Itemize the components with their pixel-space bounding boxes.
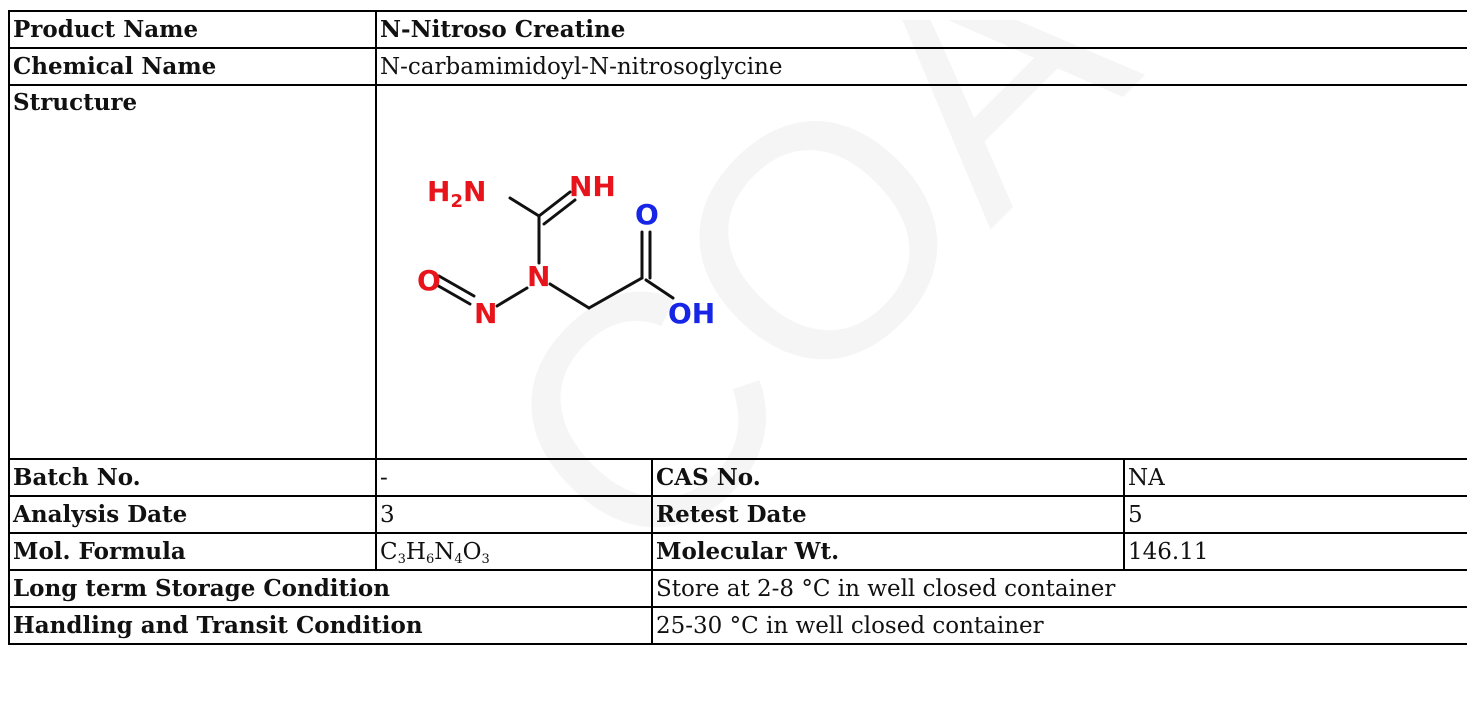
- retest-date-value: 5: [1122, 495, 1467, 534]
- cas-value: NA: [1122, 458, 1467, 497]
- storage-label: Long term Storage Condition: [8, 569, 653, 608]
- analysis-date-value: 3: [375, 495, 653, 534]
- cas-label: CAS No.: [651, 458, 1125, 497]
- row-storage: Long term Storage Condition Store at 2-8…: [8, 569, 1467, 608]
- atom-oh: OH: [668, 297, 715, 330]
- handling-label: Handling and Transit Condition: [8, 606, 653, 645]
- mol-formula-value: C3H6N4O3: [375, 532, 653, 571]
- analysis-date-label: Analysis Date: [8, 495, 377, 534]
- atom-o-carbonyl: O: [635, 198, 659, 231]
- row-chemical-name: Chemical Name N-carbamimidoyl-N-nitrosog…: [8, 47, 1467, 86]
- coa-table: Product Name N-Nitroso Creatine Chemical…: [8, 10, 1467, 645]
- atom-nh: NH: [569, 170, 616, 203]
- chemical-name-label: Chemical Name: [8, 47, 377, 86]
- molecule-structure-image: H2N NH O N O N OH: [417, 170, 715, 330]
- row-analysis: Analysis Date 3 Retest Date 5: [8, 495, 1467, 534]
- batch-label: Batch No.: [8, 458, 377, 497]
- handling-value: 25-30 °C in well closed container: [650, 606, 1467, 645]
- row-handling: Handling and Transit Condition 25-30 °C …: [8, 606, 1467, 645]
- molecular-weight-label: Molecular Wt.: [651, 532, 1125, 571]
- row-structure: Structure: [8, 84, 1467, 460]
- structure-label: Structure: [8, 84, 377, 460]
- molecular-weight-value: 146.11: [1122, 532, 1467, 571]
- structure-cell: H2N NH O N O N OH: [374, 84, 1467, 460]
- storage-value: Store at 2-8 °C in well closed container: [650, 569, 1467, 608]
- product-name-value: N-Nitroso Creatine: [374, 10, 1467, 49]
- chemical-name-value: N-carbamimidoyl-N-nitrosoglycine: [374, 47, 1467, 86]
- batch-value: -: [375, 458, 653, 497]
- retest-date-label: Retest Date: [651, 495, 1125, 534]
- atom-n-center: N: [527, 260, 550, 293]
- product-name-label: Product Name: [8, 10, 377, 49]
- atom-n-nitroso: N: [474, 297, 497, 330]
- row-product-name: Product Name N-Nitroso Creatine: [8, 10, 1467, 49]
- row-formula: Mol. Formula C3H6N4O3 Molecular Wt. 146.…: [8, 532, 1467, 571]
- row-batch: Batch No. - CAS No. NA: [8, 458, 1467, 497]
- atom-h2n: H2N: [427, 175, 486, 212]
- mol-formula-label: Mol. Formula: [8, 532, 377, 571]
- atom-o-nitroso: O: [417, 264, 441, 297]
